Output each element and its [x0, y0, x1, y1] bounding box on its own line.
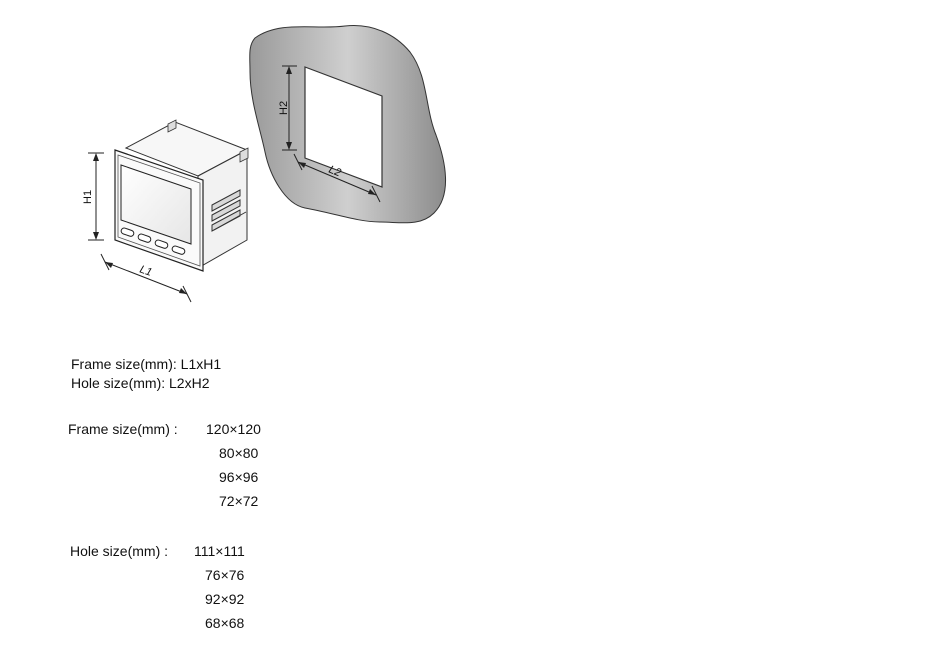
meter-button-1	[120, 227, 135, 237]
frame-size-value: 96×96	[219, 469, 259, 485]
hole-size-formula: Hole size(mm): L2xH2	[71, 375, 210, 391]
l2-label: L2	[327, 164, 343, 180]
frame-size-formula: Frame size(mm): L1xH1	[71, 356, 222, 372]
l1-dimension-line	[104, 261, 188, 295]
frame-size-value: 80×80	[219, 445, 259, 461]
hole-size-value: 76×76	[205, 567, 245, 583]
panel-hole	[304, 66, 383, 188]
meter-icon	[88, 119, 249, 303]
l1-label: L1	[138, 263, 153, 278]
frame-size-value: 72×72	[219, 493, 259, 509]
hole-size-label: Hole size(mm) :	[70, 543, 169, 559]
frame-size-label: Frame size(mm) :	[68, 421, 178, 437]
meter-screen	[120, 164, 192, 245]
h2-label: H2	[278, 101, 290, 115]
panel-cutout-icon	[249, 25, 446, 224]
hole-size-value: 92×92	[205, 591, 245, 607]
meter-button-2	[137, 233, 152, 243]
meter-button-4	[171, 245, 186, 255]
frame-size-value: 120×120	[206, 421, 261, 437]
l2-dimension-line	[297, 161, 377, 196]
meter-button-3	[154, 239, 169, 249]
hole-size-value: 111×111	[194, 543, 245, 559]
hole-size-value: 68×68	[205, 615, 245, 631]
h1-label: H1	[82, 190, 94, 204]
